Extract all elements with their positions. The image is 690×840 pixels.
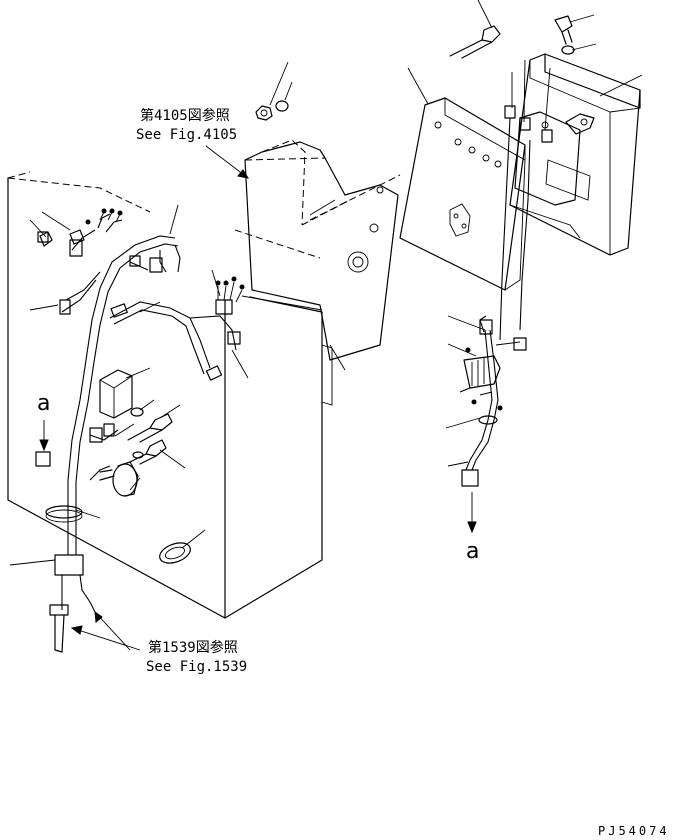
ref-fig4105-jp: 第4105図参照 — [140, 107, 230, 124]
fasteners-top — [255, 15, 575, 121]
leader-lines — [9, 0, 643, 566]
front-panel — [7, 171, 333, 619]
ref-fig1539-jp: 第1539図参照 — [148, 639, 238, 656]
ref-fig4105-en: See Fig.4105 — [136, 127, 237, 143]
drawing-code: PJ54074 — [598, 824, 670, 838]
rear-panel — [234, 139, 399, 371]
callout-a-right: a — [466, 539, 479, 564]
panel-components — [39, 229, 191, 564]
controller-box — [504, 53, 641, 256]
reference-arrows — [39, 145, 477, 651]
main-harness — [35, 208, 245, 653]
callout-a-left: a — [37, 391, 50, 416]
right-harness — [459, 117, 531, 487]
bracket-plate — [309, 97, 526, 291]
ref-fig1539-en: See Fig.1539 — [146, 659, 247, 675]
